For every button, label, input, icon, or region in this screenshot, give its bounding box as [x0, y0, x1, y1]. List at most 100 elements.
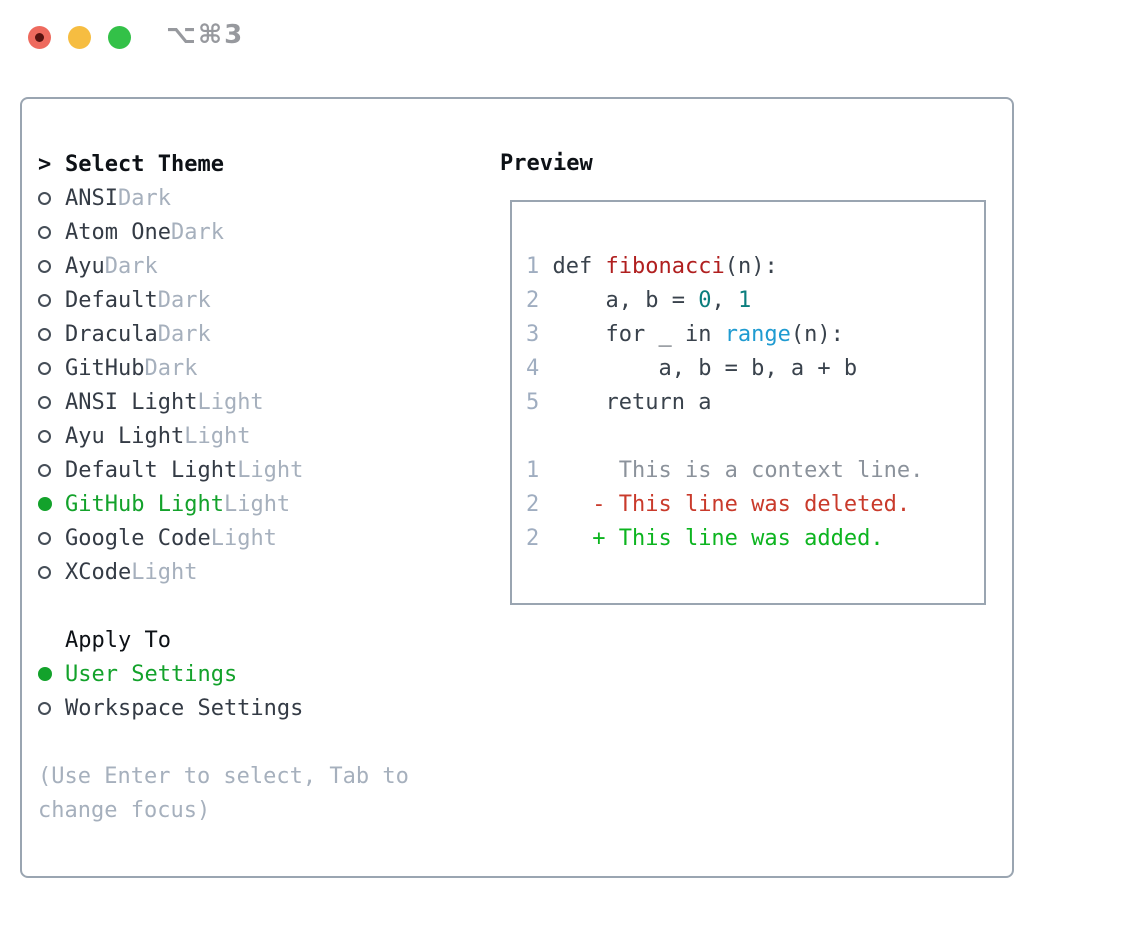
variant-label: Light	[131, 559, 198, 585]
theme-option-default-light[interactable]: Default Light Light	[38, 453, 409, 487]
variant-label: Dark	[144, 355, 198, 381]
code-token-num: 0	[698, 288, 712, 313]
code-token-code: a, b = b, a + b	[539, 356, 858, 381]
code-line: 1 This is a context line.	[526, 454, 923, 488]
radio-selected-icon	[38, 667, 52, 681]
code-line: 1 def fibonacci(n):	[526, 250, 923, 284]
option-label: ANSI Light	[65, 389, 198, 415]
theme-option-xcode[interactable]: XCode Light	[38, 555, 409, 589]
radio-icon	[38, 361, 51, 375]
line-number: 2	[526, 492, 540, 517]
code-token-context: This is a context line.	[539, 458, 924, 483]
theme-option-ayu[interactable]: Ayu Dark	[38, 249, 409, 283]
line-number: 5	[526, 390, 540, 415]
radio-icon	[38, 395, 51, 409]
option-label: XCode	[65, 559, 132, 585]
code-token-code: for _ in	[539, 322, 725, 347]
line-number: 1	[526, 458, 540, 483]
variant-label: Dark	[117, 185, 171, 211]
radio-icon	[38, 429, 51, 443]
theme-option-ansi-light[interactable]: ANSI Light Light	[38, 385, 409, 419]
line-number: 2	[526, 526, 540, 551]
option-label: GitHub Light	[65, 491, 224, 517]
theme-option-default[interactable]: Default Dark	[38, 283, 409, 317]
code-token-code: ,	[711, 288, 738, 313]
apply-to-title: Apply To	[65, 627, 171, 653]
variant-label: Dark	[170, 219, 224, 245]
radio-selected-icon	[38, 497, 52, 511]
traffic-lights	[28, 26, 131, 49]
code-token-code: return a	[539, 390, 712, 415]
spacer-row	[38, 725, 409, 759]
code-token-deleted: - This line was deleted.	[539, 492, 911, 517]
option-label: User Settings	[65, 661, 238, 687]
help-text-line-2: change focus)	[38, 797, 211, 823]
window-title: ⌥⌘3	[166, 20, 245, 50]
radio-icon	[38, 531, 51, 545]
radio-icon	[38, 463, 51, 477]
option-label: GitHub	[65, 355, 145, 381]
code-token-added: + This line was added.	[539, 526, 884, 551]
theme-option-ansi[interactable]: ANSI Dark	[38, 181, 409, 215]
variant-label: Light	[184, 423, 251, 449]
theme-option-dracula[interactable]: Dracula Dark	[38, 317, 409, 351]
option-label: Workspace Settings	[65, 695, 304, 721]
minimize-button[interactable]	[68, 26, 91, 49]
preview-title: Preview	[500, 151, 593, 176]
spacer-row	[38, 589, 409, 623]
variant-label: Light	[223, 491, 291, 517]
theme-option-atom-one[interactable]: Atom One Dark	[38, 215, 409, 249]
unsaved-dot-icon	[35, 33, 44, 42]
theme-option-ayu-light[interactable]: Ayu Light Light	[38, 419, 409, 453]
close-button[interactable]	[28, 26, 51, 49]
apply-to-header: Apply To	[38, 623, 409, 657]
zoom-button[interactable]	[108, 26, 131, 49]
option-label: Ayu Light	[65, 423, 185, 449]
apply-option-user-settings[interactable]: User Settings	[38, 657, 409, 691]
radio-icon	[38, 327, 51, 341]
variant-label: Light	[237, 457, 304, 483]
radio-icon	[38, 191, 51, 205]
option-label: Default Light	[65, 457, 238, 483]
radio-icon	[38, 293, 51, 307]
option-label: ANSI	[65, 185, 118, 211]
radio-icon	[38, 701, 51, 715]
variant-label: Light	[210, 525, 277, 551]
code-token-code: a, b =	[539, 288, 699, 313]
variant-label: Dark	[157, 321, 211, 347]
select-theme-header: > Select Theme	[38, 147, 409, 181]
code-token-num: 1	[737, 288, 752, 313]
cursor-marker-icon: >	[38, 151, 52, 177]
theme-option-google-code[interactable]: Google Code Light	[38, 521, 409, 555]
apply-option-workspace-settings[interactable]: Workspace Settings	[38, 691, 409, 725]
code-line: 2 a, b = 0, 1	[526, 284, 923, 318]
code-line: 2 + This line was added.	[526, 522, 923, 556]
code-token-code: (n):	[724, 254, 778, 279]
option-label: Ayu	[65, 253, 105, 279]
variant-label: Dark	[157, 287, 211, 313]
code-line: 2 - This line was deleted.	[526, 488, 923, 522]
option-label: Default	[65, 287, 158, 313]
theme-option-github[interactable]: GitHub Dark	[38, 351, 409, 385]
variant-label: Light	[197, 389, 264, 415]
code-line: 3 for _ in range(n):	[526, 318, 923, 352]
code-line	[526, 420, 923, 454]
select-theme-title: Select Theme	[65, 151, 224, 177]
code-token-builtin: range	[724, 322, 791, 347]
code-token-code: (n):	[790, 322, 844, 347]
help-text-line-1: (Use Enter to select, Tab to	[38, 763, 409, 789]
line-number: 4	[526, 356, 540, 381]
line-number: 1	[526, 254, 540, 279]
code-line: 5 return a	[526, 386, 923, 420]
theme-option-github-light[interactable]: GitHub Light Light	[38, 487, 409, 521]
option-label: Atom One	[65, 219, 171, 245]
radio-icon	[38, 565, 51, 579]
line-number: 2	[526, 288, 540, 313]
